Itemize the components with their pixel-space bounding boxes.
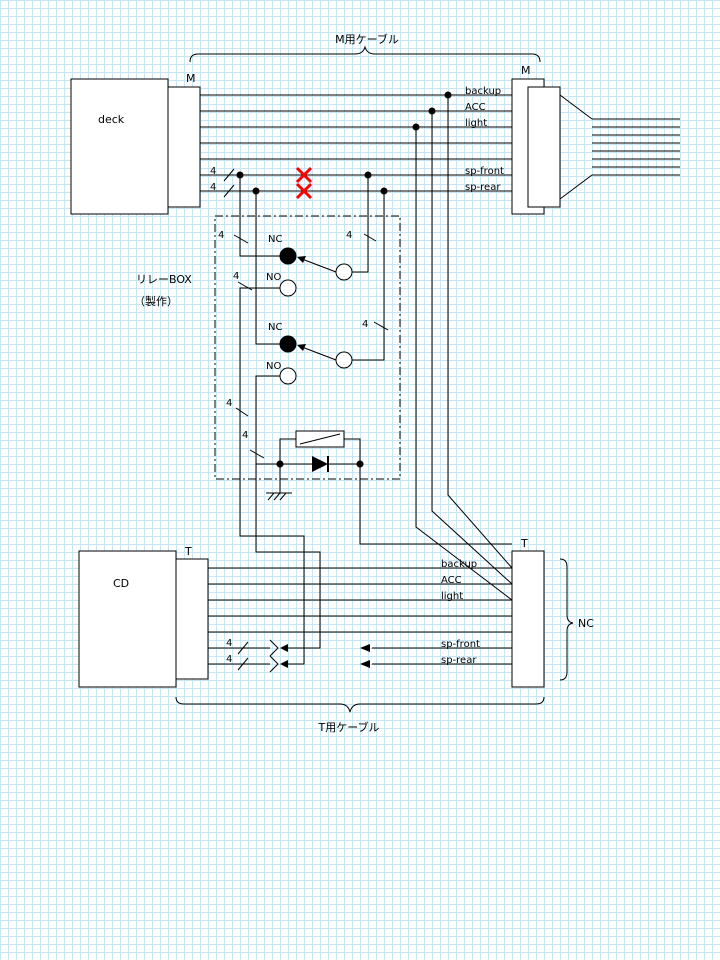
bottom-wirecount-2: 4 <box>226 654 232 665</box>
cd-unit <box>78 550 177 688</box>
top-right-connector-label: M <box>521 64 531 77</box>
relay-coil <box>279 430 361 464</box>
diode-icon <box>276 456 364 472</box>
relay-box-subtitle: （製作） <box>134 294 178 308</box>
bottom-signal-acc: ACC <box>441 575 462 586</box>
bottom-arrow-heads-left <box>280 644 288 668</box>
bottom-cable-brace <box>175 696 545 713</box>
relay-2-nc-contact <box>279 335 297 353</box>
relay-1-no-label: NO <box>266 272 281 283</box>
top-signal-acc: ACC <box>465 102 486 113</box>
bottom-bus-wires <box>208 567 512 665</box>
relay-2-no-label: NO <box>266 361 281 372</box>
relay-wiring-ticks <box>233 233 389 459</box>
cut-mark-icon <box>295 166 313 200</box>
deck-label: deck <box>98 113 125 126</box>
nc-bracket <box>559 558 574 681</box>
relay-wirecount-6: 4 <box>242 430 248 441</box>
deck-unit <box>70 78 169 215</box>
bottom-bundle-ticks <box>237 641 249 671</box>
top-signal-sp-rear: sp-rear <box>465 182 501 193</box>
pass-through-wires <box>415 95 513 601</box>
relay-2-nc-label: NC <box>268 322 282 333</box>
top-signal-backup: backup <box>465 86 501 97</box>
harness-wires <box>592 118 680 176</box>
bottom-signal-backup: backup <box>441 559 477 570</box>
relay-box-title: リレーBOX <box>136 273 192 286</box>
relay-1: NC NO <box>266 234 353 297</box>
relay-wirecount-2: 4 <box>346 230 352 241</box>
harness-taper <box>559 94 593 200</box>
nc-bracket-label: NC <box>578 617 594 630</box>
relay-2-common-contact <box>335 351 353 369</box>
bottom-plug-marks <box>269 639 279 673</box>
relay-1-common-contact <box>335 263 353 281</box>
relay-1-nc-contact <box>279 247 297 265</box>
bottom-arrow-heads-right <box>360 644 370 668</box>
cd-label: CD <box>113 577 129 590</box>
bottom-signal-light: light <box>441 591 463 602</box>
bottom-signal-sp-rear: sp-rear <box>441 655 477 666</box>
top-cable-brace <box>189 45 541 63</box>
relay-1-nc-label: NC <box>268 234 282 245</box>
relay-wirecount-1: 4 <box>218 230 224 241</box>
cd-connector-label: T <box>184 545 192 558</box>
relay-wirecount-5: 4 <box>226 398 232 409</box>
relay-wirecount-3: 4 <box>233 271 239 282</box>
top-bundle-ticks <box>223 168 235 198</box>
relay-wiring <box>239 175 512 665</box>
bottom-signal-sp-front: sp-front <box>441 639 480 650</box>
cd-connector <box>175 558 209 680</box>
deck-connector <box>167 86 201 208</box>
top-wirecount-1: 4 <box>210 166 216 177</box>
relay-1-no-contact <box>279 279 297 297</box>
relay-wirecount-4: 4 <box>362 319 368 330</box>
bottom-right-connector <box>511 550 545 688</box>
top-wirecount-2: 4 <box>210 182 216 193</box>
bottom-right-connector-label: T <box>520 537 528 550</box>
ground-icon <box>266 464 292 501</box>
bottom-wirecount-1: 4 <box>226 638 232 649</box>
bottom-cable-label: T用ケーブル <box>317 720 379 734</box>
top-signal-sp-front: sp-front <box>465 166 504 177</box>
top-right-plug <box>527 86 561 208</box>
top-cable-label: M用ケーブル <box>335 32 399 46</box>
relay-2-no-contact <box>279 367 297 385</box>
relay-2: NC NO <box>266 322 353 385</box>
relay-box-outline <box>214 215 401 480</box>
top-bus-wires <box>200 94 512 192</box>
top-signal-light: light <box>465 118 487 129</box>
deck-connector-label: M <box>186 72 196 85</box>
